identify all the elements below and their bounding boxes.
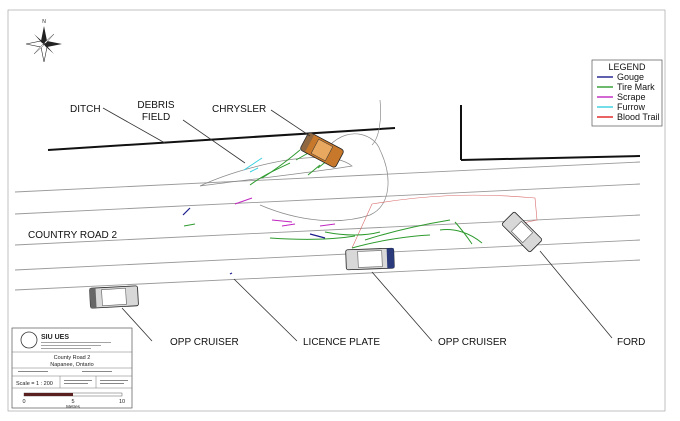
scale-unit: Metres [66, 404, 81, 409]
legend-item-label: Gouge [617, 72, 644, 82]
debris-label-line1: DEBRIS [137, 100, 175, 111]
scrapes [234, 197, 336, 227]
leader-lines [102, 107, 613, 342]
title-block-small-field [64, 380, 92, 381]
legend-item-label: Furrow [617, 102, 646, 112]
tire-marks [183, 149, 483, 249]
vehicle-paths [259, 99, 389, 222]
opp-cruiser-right-label: OPP CRUISER [438, 337, 507, 348]
opp-cruiser-center-vehicle [345, 247, 395, 271]
siu-logo-icon: SIU UES [20, 331, 111, 349]
furrows [243, 157, 263, 173]
legend-item-label: Scrape [617, 92, 646, 102]
title-block-small-field [18, 371, 48, 372]
ford-vehicle [501, 211, 543, 253]
ditch-line-right-horizontal [460, 155, 641, 161]
scale-tick-10: 10 [119, 399, 125, 405]
scale-tick-5: 5 [71, 399, 74, 405]
road-label: COUNTRY ROAD 2 [28, 230, 118, 241]
page-border [7, 9, 666, 412]
blood-trail [351, 194, 538, 249]
ditch-label: DITCH [70, 104, 101, 115]
debris-field-outline [199, 157, 353, 187]
debris-label-line2: FIELD [142, 112, 170, 123]
compass-north-label: N [42, 19, 46, 25]
ford-label: FORD [617, 337, 645, 348]
legend-title: LEGEND [608, 62, 646, 72]
title-block-small-field [64, 383, 88, 384]
gouges [182, 207, 326, 275]
chrysler-label: CHRYSLER [212, 104, 266, 115]
title-block-small-field [82, 371, 112, 372]
opp-cruiser-left-vehicle [89, 285, 139, 309]
scale-text: Scale = 1 : 200 [16, 381, 53, 387]
location-line2: Napanee, Ontario [50, 362, 93, 368]
chrysler-vehicle [299, 131, 344, 168]
title-block-small-field [100, 383, 124, 384]
scale-tick-0: 0 [22, 399, 25, 405]
scale-bar: 0 5 10 Metres [22, 392, 125, 409]
legend-item-label: Blood Trail [617, 112, 660, 122]
road-edges [14, 161, 641, 291]
compass-rose-icon: N [25, 19, 62, 63]
opp-cruiser-left-label: OPP CRUISER [170, 337, 239, 348]
legend-item-label: Tire Mark [617, 82, 655, 92]
logo-text: SIU UES [41, 334, 69, 341]
location-line1: County Road 2 [54, 355, 91, 361]
title-block: SIU UES County Road 2 Napanee, Ontario S… [11, 327, 133, 409]
ditch-line-left [47, 127, 396, 151]
licence-plate-label: LICENCE PLATE [303, 337, 380, 348]
title-block-small-field [100, 380, 128, 381]
